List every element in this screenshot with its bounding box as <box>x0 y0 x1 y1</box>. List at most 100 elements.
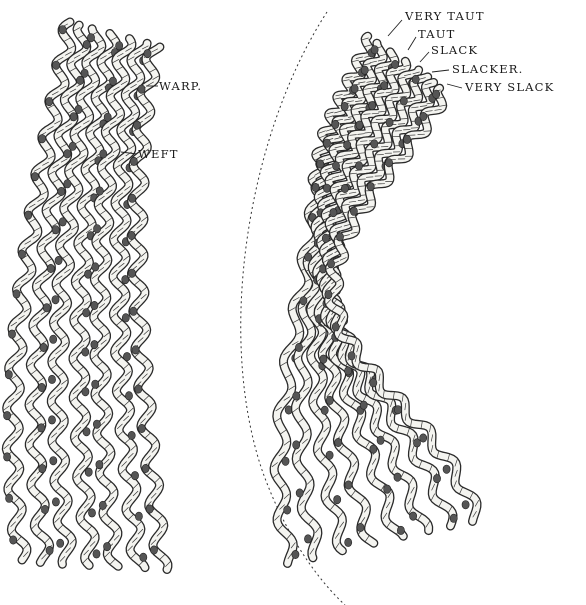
weft-thread-section <box>59 26 66 34</box>
weft-thread-section <box>83 309 90 317</box>
weft-thread-section <box>392 60 399 68</box>
weft-thread-section <box>53 61 60 69</box>
weft-thread-section <box>133 121 140 129</box>
weft-thread-section <box>355 162 362 170</box>
weft-thread-section <box>4 411 11 419</box>
weft-thread-section <box>420 112 427 120</box>
label-slack-group: SLACK <box>420 43 478 62</box>
label-slacker-group: SLACKER. <box>432 62 524 76</box>
weft-thread-section <box>31 172 38 180</box>
weft-thread-section <box>93 420 100 428</box>
weft-thread-section <box>146 505 153 513</box>
weft-thread-section <box>100 150 107 158</box>
very-slack-leader-line <box>447 84 462 88</box>
weft-thread-section <box>400 97 407 105</box>
weft-thread-section <box>52 498 59 506</box>
weft-thread-section <box>122 314 129 322</box>
weft-thread-section <box>43 304 50 312</box>
weft-thread-section <box>116 42 123 50</box>
left-fabric-strip <box>4 22 171 570</box>
weft-thread-section <box>59 218 66 226</box>
weft-thread-section <box>323 139 330 147</box>
weft-thread-section <box>131 471 138 479</box>
weft-thread-section <box>410 512 417 520</box>
weft-thread-section <box>433 90 440 98</box>
weft-thread-section <box>125 392 132 400</box>
weft-thread-section <box>129 194 136 202</box>
weft-thread-section <box>138 85 145 93</box>
weft-thread-section <box>82 348 89 356</box>
weft-thread-section <box>10 536 17 544</box>
weft-thread-section <box>300 297 307 305</box>
weft-thread-section <box>55 256 62 264</box>
weft-thread-section <box>8 330 15 338</box>
weft-thread-section <box>93 550 100 558</box>
weft-thread-section <box>130 157 137 165</box>
weft-thread-section <box>128 231 135 239</box>
weft-thread-section <box>128 431 135 439</box>
weft-thread-section <box>371 140 378 148</box>
weft-thread-section <box>18 250 25 258</box>
right-fabric-strip <box>272 36 478 563</box>
weft-thread-section <box>5 370 12 378</box>
weft-thread-section <box>397 526 404 534</box>
label-slacker: SLACKER. <box>452 62 524 76</box>
weft-thread-section <box>332 120 339 128</box>
weft-thread-section <box>450 514 457 522</box>
label-very-taut: VERY TAUT <box>404 9 485 23</box>
weft-thread-section <box>370 445 377 453</box>
label-slack: SLACK <box>431 43 478 57</box>
weft-thread-section <box>39 464 46 472</box>
weft-thread-section <box>384 485 391 493</box>
weft-thread-section <box>325 290 332 298</box>
weft-thread-section <box>25 211 32 219</box>
weft-thread-section <box>320 355 327 363</box>
weft-thread-section <box>336 233 343 241</box>
weft-thread-section <box>77 76 84 84</box>
weft-thread-section <box>293 392 300 400</box>
weft-thread-section <box>361 66 368 74</box>
weft-thread-section <box>150 546 157 554</box>
weft-thread-section <box>46 97 53 105</box>
weft-thread-section <box>332 323 339 331</box>
label-very-slack: VERY SLACK <box>464 80 554 94</box>
weft-thread-section <box>292 550 299 558</box>
weft-thread-section <box>40 343 47 351</box>
weft-thread-section <box>138 424 145 432</box>
weft-thread-section <box>75 105 82 113</box>
label-weft: WEFT <box>138 147 179 161</box>
weft-thread-section <box>433 474 440 482</box>
weft-thread-section <box>96 187 103 195</box>
weft-thread-section <box>381 81 388 89</box>
weft-thread-section <box>420 434 427 442</box>
weft-thread-section <box>322 234 329 242</box>
weft-thread-section <box>371 46 378 54</box>
weft-thread-section <box>351 85 358 93</box>
weft-thread-section <box>132 346 139 354</box>
weft-thread-section <box>83 428 90 436</box>
weft-thread-section <box>345 367 352 375</box>
weft-thread-section <box>295 343 302 351</box>
weft-thread-section <box>357 523 364 531</box>
weft-thread-section <box>57 539 64 547</box>
label-very-slack-group: VERY SLACK <box>447 80 554 94</box>
weft-thread-section <box>394 473 401 481</box>
weft-thread-section <box>323 184 330 192</box>
weft-thread-section <box>385 159 392 167</box>
weft-thread-section <box>360 401 367 409</box>
weft-thread-section <box>87 34 94 42</box>
slack-leader-line <box>420 52 429 62</box>
weft-thread-section <box>48 375 55 383</box>
weft-thread-section <box>96 460 103 468</box>
weft-thread-section <box>50 335 57 343</box>
weft-thread-section <box>404 135 411 143</box>
weft-thread-section <box>109 77 116 85</box>
weft-thread-section <box>386 118 393 126</box>
weft-thread-section <box>413 439 420 447</box>
weft-thread-section <box>326 451 333 459</box>
label-taut: TAUT <box>418 27 456 41</box>
weft-thread-section <box>345 538 352 546</box>
weft-thread-section <box>38 383 45 391</box>
weft-thread-section <box>341 102 348 110</box>
